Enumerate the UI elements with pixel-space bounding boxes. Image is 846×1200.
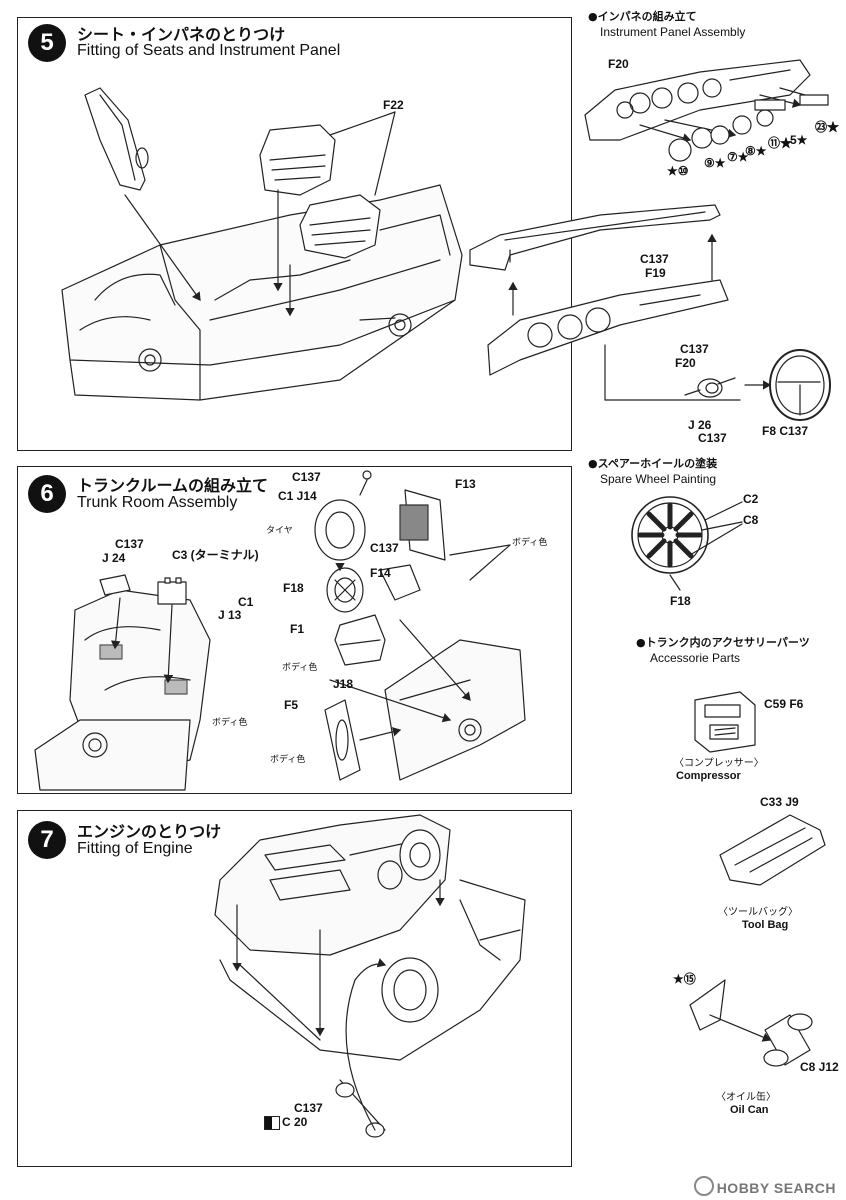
trunk-side-f14-drawing [379, 564, 421, 601]
engine-block-drawing [214, 814, 451, 956]
battery-c3-drawing [157, 577, 187, 605]
spare-wheel-label-c2: C2 [743, 492, 759, 506]
compressor-parts: C59 F6 [764, 697, 804, 711]
step-5-title-en: Fitting of Seats and Instrument Panel [77, 42, 341, 59]
spare-wheel-tub-drawing [334, 614, 386, 666]
decal-7: ⑦★ [727, 150, 749, 164]
trunk-floor-drawing [384, 639, 526, 781]
oilcan-caption-jp: 〈オイル缶〉 [716, 1092, 776, 1103]
chassis-interior-drawing [61, 184, 463, 401]
label-c137-f19: C137 [640, 252, 669, 266]
spare-tire-drawing [314, 499, 366, 613]
compressor-caption-en: Compressor [676, 770, 741, 782]
label-f22: F22 [383, 98, 404, 112]
ip-assembly-drawing [584, 59, 829, 162]
label-j26: J 26 [688, 418, 712, 432]
label-c1-j13: C1 [238, 595, 254, 609]
steering-wheel-drawing [769, 349, 831, 421]
label-c137-f13: C137 [370, 541, 399, 555]
label-j18: J18 [333, 677, 354, 691]
horn-button-j26-drawing [684, 377, 736, 398]
spare-wheel-painting-drawing [631, 496, 743, 591]
label-c137-j26: C137 [698, 431, 727, 445]
ip-assembly-title-en: Instrument Panel Assembly [600, 25, 746, 39]
label-body-color-2: ボディ色 [282, 663, 318, 673]
ip-label-f20: F20 [608, 57, 629, 71]
label-f8-c137: F8 C137 [762, 424, 809, 438]
accessories-title-jp: ●トランク内のアクセサリーパーツ [636, 636, 810, 649]
seat-back-drawing [84, 87, 149, 191]
seat-f22-drawing [259, 124, 381, 259]
label-f13: F13 [455, 477, 476, 491]
dashboard-top-f19-drawing [469, 204, 721, 271]
label-body-color-1: ボディ色 [512, 538, 548, 548]
decal-5: 5★ [790, 133, 808, 147]
ip-assembly-title-jp: ●インパネの組み立て [588, 10, 697, 23]
label-c137-step7: C137 [294, 1101, 323, 1115]
instrument-panel-f20-drawing [487, 279, 729, 376]
label-f5: F5 [284, 698, 299, 712]
step-7-title-en: Fitting of Engine [77, 840, 193, 857]
spare-wheel-label-c8: C8 [743, 513, 759, 527]
part-j24-drawing [99, 574, 131, 596]
label-c137-top: C137 [292, 470, 321, 484]
toolbag-caption-en: Tool Bag [742, 919, 789, 931]
step-5-title-jp: シート・インパネのとりつけ [77, 25, 286, 44]
label-j24: J 24 [102, 551, 126, 565]
watermark-text: HOBBY SEARCH [716, 1180, 836, 1196]
step-6-title-jp: トランクルームの組み立て [77, 476, 269, 495]
step-6-title-en: Trunk Room Assembly [77, 494, 238, 511]
engine-frame-drawing [219, 879, 526, 1061]
step-7-badge: 7 [28, 821, 66, 859]
toolbag-parts: C33 J9 [760, 795, 799, 809]
spare-wheel-label-f18: F18 [670, 594, 691, 608]
battery-box-f13-drawing [399, 489, 446, 561]
compressor-drawing [694, 691, 756, 753]
label-body-color-3: ボディ色 [270, 755, 306, 765]
trunk-body-drawing [34, 589, 211, 791]
spare-wheel-title-jp: ●スペアーホイールの塗装 [588, 457, 718, 470]
label-c1-j14: C1 J14 [278, 489, 317, 503]
oilcan-parts: C8 J12 [800, 1060, 839, 1074]
label-tire: タイヤ [266, 526, 293, 536]
hood-fastener-j14-drawing [362, 470, 372, 480]
label-c3-terminal: C3 (ターミナル) [172, 548, 259, 562]
compressor-caption-jp: 〈コンプレッサー〉 [674, 758, 764, 769]
oilcan-caption-en: Oil Can [730, 1104, 769, 1116]
label-f18: F18 [283, 581, 304, 595]
tool-bag-drawing [719, 814, 826, 886]
label-c137-j24: C137 [115, 537, 144, 551]
oilcan-star-decal: ★⑮ [673, 972, 696, 986]
watermark-logo-icon [693, 1176, 714, 1196]
label-j13: J 13 [218, 608, 242, 622]
decal-23: ㉓★ [815, 120, 840, 134]
label-f1: F1 [290, 622, 305, 636]
decal-9: ⑨★ [704, 156, 726, 170]
decal-11: ⑪★ [768, 136, 793, 150]
step-5-badge: 5 [28, 24, 66, 62]
label-c20: C 20 [282, 1115, 308, 1129]
decal-10: ★⑩ [667, 164, 689, 178]
step-6-badge: 6 [28, 475, 66, 513]
accessories-title-en: Accessorie Parts [650, 651, 741, 665]
watermark: HOBBY SEARCH [693, 1176, 836, 1196]
label-f20: F20 [675, 356, 696, 370]
c20-color-chip-icon [264, 1116, 280, 1130]
spare-wheel-title-en: Spare Wheel Painting [600, 472, 717, 486]
panel-f5-drawing [324, 699, 361, 781]
decal-8: ⑧★ [745, 144, 767, 158]
label-f19: F19 [645, 266, 666, 280]
step-7-title-jp: エンジンのとりつけ [77, 822, 222, 841]
label-f14: F14 [370, 566, 391, 580]
oil-can-drawing [689, 979, 813, 1067]
label-body-color-4: ボディ色 [212, 718, 248, 728]
driveshaft-c20-drawing [335, 1079, 386, 1138]
label-c137-f20: C137 [680, 342, 709, 356]
toolbag-caption-jp: 〈ツールバッグ〉 [718, 907, 798, 918]
